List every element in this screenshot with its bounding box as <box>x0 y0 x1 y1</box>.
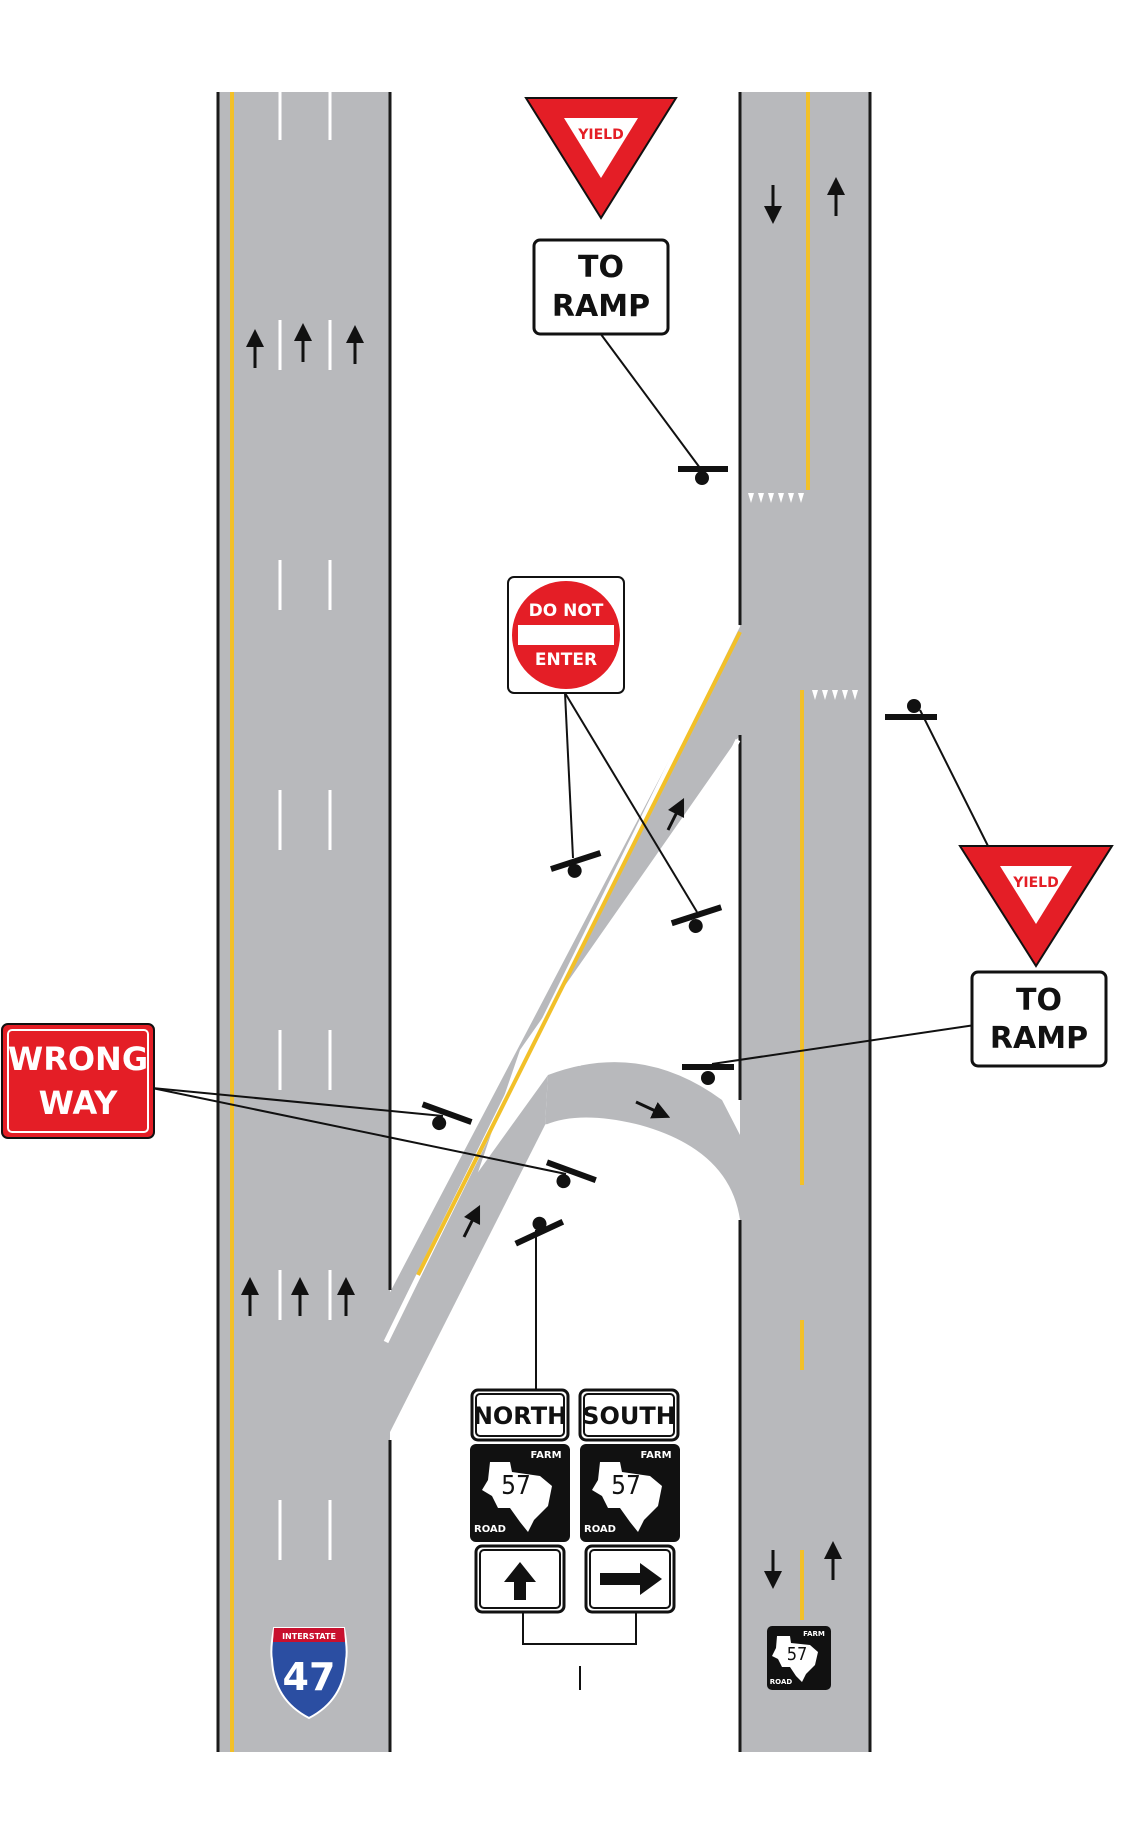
ramp-roadway <box>386 625 740 1440</box>
fm-word1: FARM <box>640 1450 671 1461</box>
pavement-arrows <box>241 177 845 1589</box>
do-not-enter-line2: ENTER <box>535 650 597 670</box>
to-ramp-sign-top: TO RAMP <box>532 238 670 336</box>
texas-shape-icon <box>772 1636 818 1682</box>
yield-line-right <box>812 690 858 700</box>
yield-text: YIELD <box>577 127 623 143</box>
texas-shape-icon <box>482 1462 552 1532</box>
post-symbol <box>682 1064 734 1085</box>
fm-word2: ROAD <box>584 1524 616 1535</box>
yield-text: YIELD <box>1012 875 1058 891</box>
post-symbol <box>545 1159 597 1189</box>
lane-markings <box>230 92 858 1752</box>
farm-road-word1: FARM <box>803 1630 825 1638</box>
wrong-way-line2: WAY <box>39 1084 119 1122</box>
road-edges <box>216 92 872 1752</box>
sign-leaders <box>151 332 989 1690</box>
interstate-word: INTERSTATE <box>282 1632 336 1641</box>
yield-sign-right: YIELD <box>958 845 1114 968</box>
post-symbol <box>885 699 937 720</box>
south-assembly: SOUTH FARM 57 ROAD <box>578 1388 680 1614</box>
south-label: SOUTH <box>582 1402 676 1430</box>
to-ramp-line1: TO <box>1016 983 1062 1018</box>
post-symbol <box>421 1101 473 1131</box>
ramp-merge-fill <box>386 1075 548 1440</box>
lane-arrow-icon <box>635 1100 671 1119</box>
wrong-way-line1: WRONG <box>8 1040 148 1078</box>
farm-road-marker: FARM 57 ROAD <box>767 1626 831 1690</box>
fm-word2: ROAD <box>474 1524 506 1535</box>
interstate-shield: INTERSTATE 47 <box>270 1627 348 1720</box>
north-assembly: NORTH FARM 57 ROAD <box>470 1388 570 1614</box>
post-symbol <box>670 904 723 933</box>
texas-shape-icon <box>592 1462 662 1532</box>
to-ramp-sign-right: TO RAMP <box>970 970 1108 1068</box>
farm-road-word2: ROAD <box>770 1678 793 1686</box>
north-label: NORTH <box>473 1402 567 1430</box>
to-ramp-line1: TO <box>578 250 624 285</box>
farm-road-number: 57 <box>787 1644 808 1665</box>
do-not-enter-sign: DO NOT ENTER <box>507 576 625 694</box>
post-symbol <box>678 466 728 485</box>
roads <box>218 92 870 1752</box>
loop-ramp-roadway <box>545 1062 740 1220</box>
yield-sign-top: YIELD <box>524 97 678 220</box>
farm-road-roadway <box>740 92 870 1752</box>
sign-post-symbols <box>421 466 937 1247</box>
lane-arrow-icon <box>462 1204 481 1238</box>
wrong-way-sign: WRONG WAY <box>1 1023 155 1139</box>
to-ramp-line2: RAMP <box>552 289 650 324</box>
interstate-roadway <box>218 92 390 1752</box>
up-arrow-icon <box>504 1562 536 1600</box>
fm-word1: FARM <box>530 1450 561 1461</box>
do-not-enter-line1: DO NOT <box>529 601 604 621</box>
right-arrow-icon <box>600 1563 662 1595</box>
to-ramp-line2: RAMP <box>990 1021 1088 1056</box>
yield-line-top <box>748 493 804 503</box>
fm-number: 57 <box>611 1471 641 1501</box>
fm-number: 57 <box>501 1471 531 1501</box>
interstate-number: 47 <box>283 1655 336 1699</box>
post-symbol <box>514 1216 565 1247</box>
post-symbol <box>550 850 602 878</box>
lane-arrow-icon <box>666 797 685 831</box>
